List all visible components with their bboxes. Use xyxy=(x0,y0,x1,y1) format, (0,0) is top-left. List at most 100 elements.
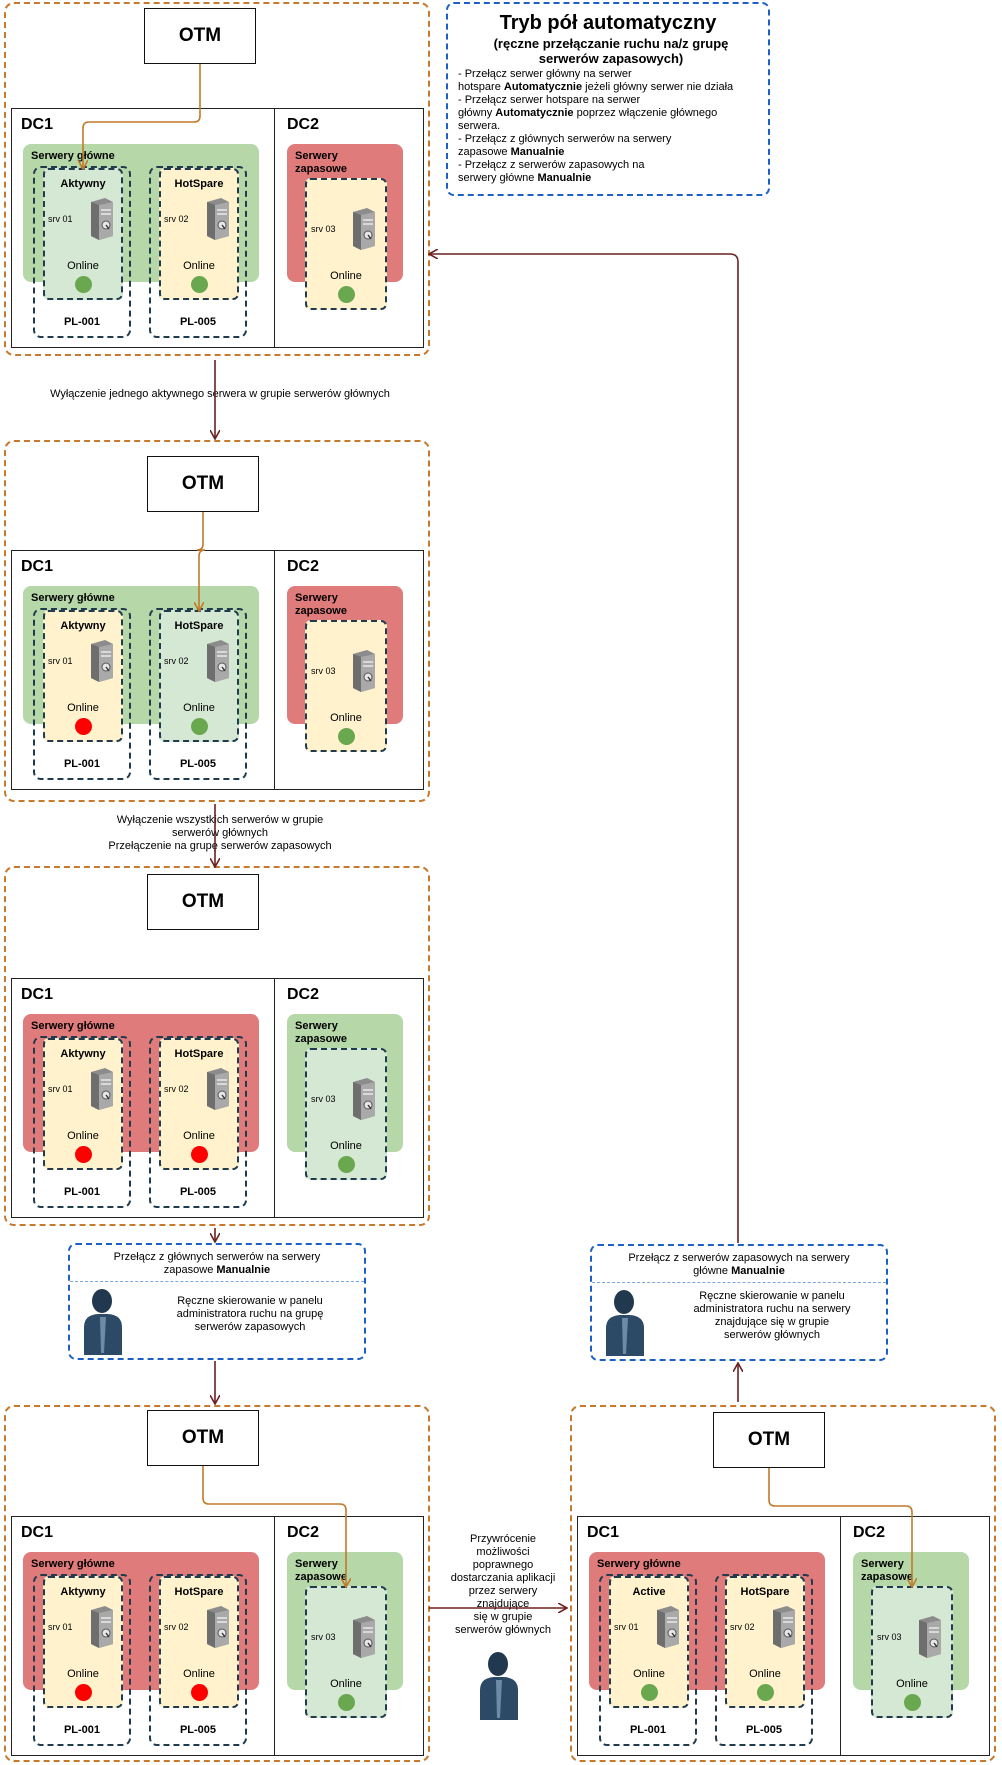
srv02-status-label: Online xyxy=(183,1668,215,1680)
srv01-role-label: Active xyxy=(632,1586,666,1598)
dc1-label: DC1 xyxy=(21,1524,54,1541)
scenario-5-frame xyxy=(570,1405,996,1762)
srv02-status-dot xyxy=(757,1684,774,1701)
pl-005-container xyxy=(149,1036,247,1208)
admin-user-icon xyxy=(78,1287,128,1357)
srv01-name: srv 01 xyxy=(48,214,73,224)
server-icon xyxy=(203,1604,231,1648)
scenario-4-frame xyxy=(4,1405,430,1762)
manual-left-header: Przełącz z głównych serwerów na serwery … xyxy=(74,1251,360,1277)
srv02-name: srv 02 xyxy=(164,656,189,666)
info-line-3: - Przełącz serwer hotspare na serwer xyxy=(458,94,641,106)
transition-1-label: Wyłączenie jednego aktywnego serwera w g… xyxy=(10,388,430,401)
srv03-card xyxy=(305,178,387,310)
pl-001-label: PL-001 xyxy=(629,1724,667,1736)
pl-001-container xyxy=(33,608,131,780)
transition-3-line-7: się w grupie xyxy=(473,1611,533,1623)
srv01-role-label: Aktywny xyxy=(60,1586,106,1598)
dc1-label: DC1 xyxy=(21,986,54,1003)
srv02-role-label: HotSpare xyxy=(174,1048,224,1060)
info-line-1: - Przełącz serwer główny na serwer xyxy=(458,68,632,80)
server-icon xyxy=(87,196,115,240)
manual-left-header-line-2: zapasowe Manualnie xyxy=(163,1264,271,1276)
arrow-manual-to-s1 xyxy=(430,254,739,1243)
srv02-status-dot xyxy=(191,276,208,293)
manual-right-header-line-2: główne Manualnie xyxy=(693,1265,785,1277)
admin-user-icon xyxy=(600,1288,650,1358)
server-icon xyxy=(87,1066,115,1110)
dc-divider xyxy=(274,550,275,790)
pl-001-label: PL-001 xyxy=(63,758,101,770)
transition-3-line-4: dostarczania aplikacji xyxy=(450,1572,556,1584)
pl-005-label: PL-005 xyxy=(179,316,217,328)
srv01-status-label: Online xyxy=(67,260,99,272)
transition-2-label: Wyłączenie wszystkich serwerów w grupie … xyxy=(40,814,400,853)
srv01-role-label: Aktywny xyxy=(60,620,106,632)
transition-2-line-2: serwerów głównych xyxy=(172,827,268,839)
scenario-2-frame xyxy=(4,440,430,802)
main-group-label: Serwery główne xyxy=(31,1020,115,1032)
srv02-role-label: HotSpare xyxy=(174,620,224,632)
server-icon xyxy=(653,1604,681,1648)
info-line-8: - Przełącz z serwerów zapasowych na xyxy=(458,159,645,171)
srv02-name: srv 02 xyxy=(730,1622,755,1632)
srv03-status-dot xyxy=(904,1694,921,1711)
pl-005-label: PL-005 xyxy=(179,1724,217,1736)
srv03-status-label: Online xyxy=(330,712,362,724)
dc1-label: DC1 xyxy=(21,116,54,133)
srv02-name: srv 02 xyxy=(164,214,189,224)
srv01-status-dot xyxy=(75,718,92,735)
info-subtitle: (ręczne przełączanie ruchu na/z grupę se… xyxy=(493,36,729,66)
dc1-label: DC1 xyxy=(21,558,54,575)
main-group-label: Serwery główne xyxy=(31,592,115,604)
info-line-5: serwera. xyxy=(458,120,501,132)
srv01-status-label: Online xyxy=(67,1130,99,1142)
srv03-name: srv 03 xyxy=(311,1094,336,1104)
srv03-status-dot xyxy=(338,286,355,303)
srv01-role-label: Aktywny xyxy=(60,1048,106,1060)
info-line-2: hotspare Automatycznie jeżeli główny ser… xyxy=(458,81,734,93)
manual-left-separator xyxy=(70,1281,364,1282)
manual-right-description: Ręczne skierowanie w panelu administrato… xyxy=(662,1290,882,1342)
info-line-4: główny Automatycznie poprzez włączenie g… xyxy=(458,107,718,119)
dc1-label: DC1 xyxy=(587,1524,620,1541)
dc-divider xyxy=(274,1516,275,1756)
info-line-6: - Przełącz z głównych serwerów na serwer… xyxy=(458,133,672,145)
dc2-label: DC2 xyxy=(287,986,320,1003)
srv03-status-label: Online xyxy=(330,270,362,282)
srv03-status-dot xyxy=(338,1694,355,1711)
admin-user-icon xyxy=(474,1650,524,1722)
srv01-name: srv 01 xyxy=(48,1622,73,1632)
pl-005-container xyxy=(715,1574,813,1746)
otm-box: OTM xyxy=(144,8,256,64)
srv02-name: srv 02 xyxy=(164,1084,189,1094)
srv03-name: srv 03 xyxy=(311,1632,336,1642)
srv02-card xyxy=(725,1576,805,1708)
main-group-label: Serwery główne xyxy=(597,1558,681,1570)
backup-group-label: Serwery zapasowe xyxy=(295,592,347,617)
transition-3-line-2: możliwości xyxy=(476,1546,530,1558)
srv03-status-dot xyxy=(338,1156,355,1173)
info-box: Tryb pół automatyczny (ręczne przełączan… xyxy=(446,2,770,196)
scenario-1-frame xyxy=(4,2,430,356)
manual-right-separator xyxy=(592,1282,886,1283)
manual-right-header-line-1: Przełącz z serwerów zapasowych na serwer… xyxy=(628,1252,850,1264)
otm-box: OTM xyxy=(147,456,259,512)
pl-005-label: PL-005 xyxy=(179,758,217,770)
srv02-status-label: Online xyxy=(183,702,215,714)
srv01-name: srv 01 xyxy=(48,1084,73,1094)
srv03-name: srv 03 xyxy=(311,224,336,234)
backup-group-label: Serwery zapasowe xyxy=(295,1020,347,1045)
srv01-name: srv 01 xyxy=(48,656,73,666)
srv02-status-label: Online xyxy=(749,1668,781,1680)
srv01-status-dot xyxy=(75,276,92,293)
dc2-label: DC2 xyxy=(287,116,320,133)
srv02-name: srv 02 xyxy=(164,1622,189,1632)
pl-005-container xyxy=(149,166,247,338)
srv01-status-label: Online xyxy=(633,1668,665,1680)
pl-001-container xyxy=(33,1036,131,1208)
info-line-7: zapasowe Manualnie xyxy=(458,146,565,158)
srv03-name: srv 03 xyxy=(311,666,336,676)
